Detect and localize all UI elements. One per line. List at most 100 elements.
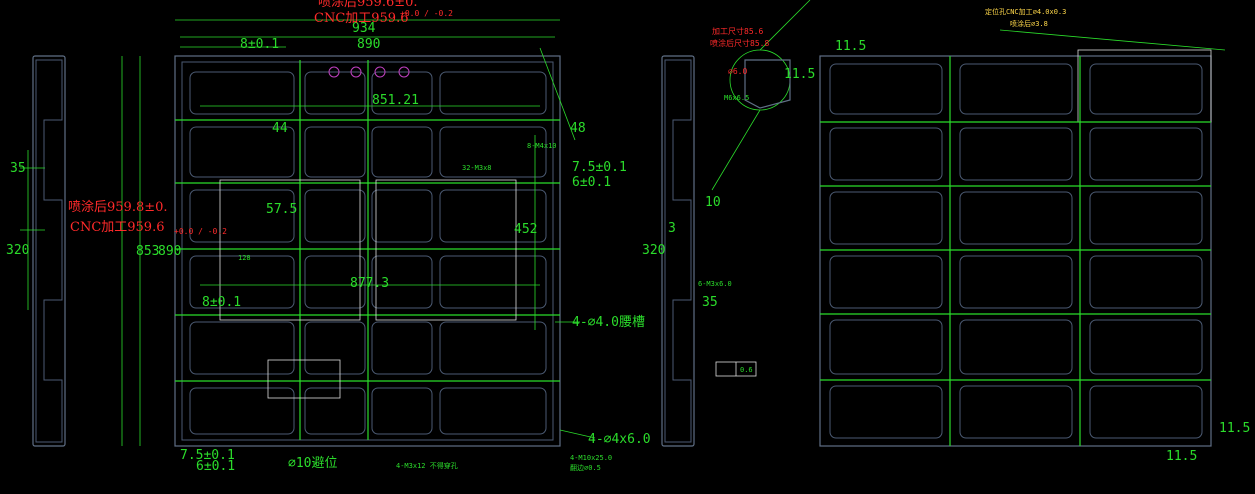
front-cell (304, 255, 366, 309)
back-cell (1089, 385, 1203, 439)
dim-57-5: 57.5 (266, 202, 297, 217)
front-cell (304, 189, 366, 243)
dim-6: 6±0.1 (572, 175, 611, 190)
back-cell (1089, 319, 1203, 375)
note-m6: M6x6.5 (724, 94, 749, 102)
red-cnc-top-tol: +0.0 / -0.2 (400, 9, 453, 18)
back-cell (1089, 191, 1203, 245)
red-spray-top: 喷涂后959.6±0. (318, 0, 418, 10)
front-cell (304, 321, 366, 375)
dim-452: 452 (514, 222, 537, 237)
dim-934: 934 (352, 21, 376, 36)
red-cnc-tol: +0.0 / -0.2 (174, 227, 227, 236)
front-cell (304, 71, 366, 115)
note-m10: 4-M10x25.0 (570, 454, 612, 462)
back-view: 定位孔CNC加工∅4.0x0.3 喷涂后∅3.8 11.5 11.5 11.5 (819, 7, 1250, 464)
yellow-note-1: 定位孔CNC加工∅4.0x0.3 (985, 7, 1066, 16)
front-port-circle (374, 66, 386, 78)
front-cell (371, 71, 433, 115)
note-m3: 4-M3x12 不得穿孔 (396, 461, 458, 470)
red-spray-size: 喷涂后尺寸85.8 (710, 38, 769, 48)
front-cell (189, 189, 295, 243)
left-dim-320: 320 (6, 243, 29, 258)
front-cell (439, 387, 547, 435)
back-cell (829, 63, 943, 115)
left-dim-35: 35 (10, 161, 26, 176)
front-cell (189, 126, 295, 178)
front-cell (371, 321, 433, 375)
note-m10-b: 翻边∅0.5 (570, 463, 601, 472)
front-cell (439, 71, 547, 115)
back-cell (959, 319, 1073, 375)
flatness-value: 0.6 (740, 366, 753, 374)
back-cell (959, 255, 1073, 309)
side-dim-35: 35 (702, 295, 718, 310)
dim-890-vertical: 890 (158, 244, 181, 259)
note-4-slot: 4-∅4.0腰槽 (572, 315, 645, 330)
left-side-view: 35 320 (6, 55, 66, 447)
note-8-m4: 8-M4x10 (527, 142, 557, 150)
back-cell (829, 255, 943, 309)
note-avoid: ∅10避位 (288, 456, 337, 471)
back-cell (1089, 127, 1203, 181)
front-cell (304, 387, 366, 435)
back-cell (1089, 255, 1203, 309)
dim-44: 44 (272, 121, 288, 136)
back-cell (829, 191, 943, 245)
side-dim-320: 320 (642, 243, 665, 258)
back-dim-11-5-right: 11.5 (1219, 421, 1250, 436)
dim-877: 877.3 (350, 276, 389, 291)
front-cell (439, 189, 547, 243)
side-dim-11-5: 11.5 (784, 67, 815, 82)
side-dim-10: 10 (705, 195, 721, 210)
front-port-circle (350, 66, 362, 78)
dim-8-tol: 8±0.1 (240, 37, 279, 52)
yellow-note-2: 喷涂后∅3.8 (1010, 19, 1048, 28)
dim-853: 853 (136, 244, 159, 259)
front-view: 934 890 8±0.1 851.21 44 48 8-M4x10 7.5±0… (68, 0, 651, 474)
side-view: 加工尺寸85.6 喷涂后尺寸85.8 ∅6.0 M6x6.5 11.5 10 3… (642, 0, 815, 447)
back-cell (959, 63, 1073, 115)
front-cell (371, 387, 433, 435)
note-phi6: ∅6.0 (728, 67, 747, 76)
back-cell (959, 191, 1073, 245)
back-cell (959, 127, 1073, 181)
red-spray-note: 喷涂后959.8±0. (68, 199, 168, 215)
front-port-circle (398, 66, 410, 78)
front-cell (189, 387, 295, 435)
note-4-hole: 4-∅4x6.0 (588, 432, 651, 447)
front-cell (439, 321, 547, 375)
front-cell (189, 255, 295, 309)
back-cell (829, 127, 943, 181)
red-cnc-note: CNC加工959.6 (70, 220, 165, 235)
front-cell (189, 321, 295, 375)
back-cell (959, 385, 1073, 439)
note-6-m3: 6-M3x6.0 (698, 280, 732, 288)
back-cell (829, 319, 943, 375)
front-cell (371, 189, 433, 243)
dim-7-5-bottom: 7.5±0.1 (180, 448, 235, 463)
dim-48: 48 (570, 121, 586, 136)
front-cell (304, 126, 366, 178)
dim-8b: 8±0.1 (202, 295, 241, 310)
dim-851: 851.21 (372, 93, 419, 108)
side-dim-3: 3 (668, 221, 676, 236)
back-dim-11-5-top: 11.5 (835, 39, 866, 54)
front-cell (371, 255, 433, 309)
note-32-m3: 32-M3x8 (462, 164, 492, 172)
front-port-circle (328, 66, 340, 78)
dim-6-bottom: 6±0.1 (196, 459, 235, 474)
back-dim-11-5-bottom: 11.5 (1166, 449, 1197, 464)
back-cell (1089, 63, 1203, 115)
dim-128: 128 (238, 254, 251, 262)
front-cell (439, 126, 547, 178)
red-process-size: 加工尺寸85.6 (712, 26, 763, 36)
front-cell (439, 255, 547, 309)
back-cell (829, 385, 943, 439)
front-cell (371, 126, 433, 178)
dim-890: 890 (357, 37, 380, 52)
front-cell (189, 71, 295, 115)
red-cnc-top: CNC加工959.6 (314, 11, 409, 26)
dim-7-5: 7.5±0.1 (572, 160, 627, 175)
